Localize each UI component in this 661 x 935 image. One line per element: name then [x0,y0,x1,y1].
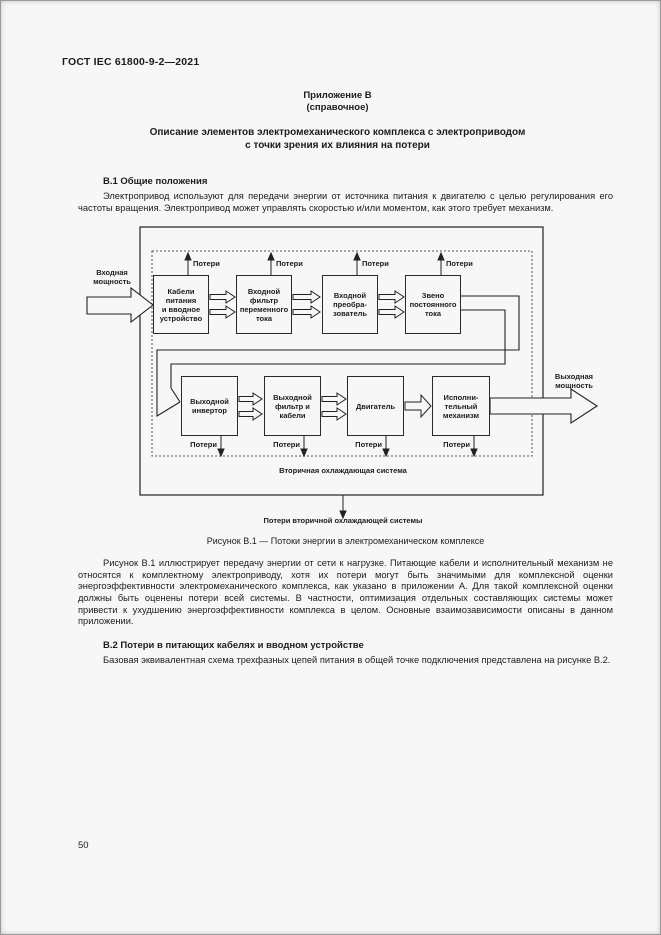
secondary-cooling-label: Вторичная охлаждающая система [279,466,407,476]
loss-arrows-bottom [217,436,478,458]
section-b1-paragraph: Электропривод используют для передачи эн… [78,191,613,213]
loss-label-filter: Потери [276,259,303,269]
loss-label-cables: Потери [193,259,220,269]
page-number: 50 [78,840,89,851]
after-figure-paragraph: Рисунок В.1 иллюстрирует передачу энерги… [78,558,613,627]
loss-label-outfilter: Потери [273,440,300,450]
loss-arrows-top [184,251,445,276]
section-b2-heading: В.2 Потери в питающих кабелях и вводном … [103,639,364,651]
box-output-inverter: Выходной инвертор [181,376,238,437]
document-title-line2: с точки зрения их влияния на потери [245,140,430,151]
document-title: Описание элементов электромеханического … [62,126,613,152]
annex-label: Приложение В [303,90,372,101]
content-block: В.1 Общие положения Электропривод исполь… [78,176,613,666]
loss-label-mechanism: Потери [443,440,470,450]
box-driven-machine: Исполни- тельный механизм [432,376,490,437]
loss-label-motor: Потери [355,440,382,450]
loss-label-inverter: Потери [190,440,217,450]
box-input-converter: Входной преобра- зователь [322,275,378,335]
input-power-arrow [86,287,154,324]
box-output-filter-cables: Выходной фильтр и кабели [264,376,321,437]
figure-b1-caption: Рисунок В.1 — Потоки энергии в электроме… [206,536,485,547]
drive-system-boundary [139,226,544,496]
document-title-line1: Описание элементов электромеханического … [149,127,526,138]
output-power-label: Выходная мощность [554,372,594,391]
box-dc-link: Звено постоянного тока [405,275,461,335]
output-power-arrow [489,388,599,425]
secondary-cooling-loss-label: Потери вторичной охлаждающей системы [263,516,423,526]
annex-block: Приложение В (справочное) [62,90,613,114]
cooling-boundary-dotted [151,250,533,457]
dc-link-bus-lines [156,295,520,418]
bottom-row-flow-arrows [238,392,432,422]
box-motor: Двигатель [347,376,404,437]
loss-label-dclink: Потери [446,259,473,269]
figure-b1: Кабели питания и вводное устройство Вход… [85,226,605,526]
figure-diagram-canvas [86,226,599,520]
top-row-flow-arrows [209,290,405,320]
box-supply-cables: Кабели питания и вводное устройство [153,275,209,335]
loss-label-converter: Потери [362,259,389,269]
section-b1-heading: В.1 Общие положения [103,176,208,187]
box-input-ac-filter: Входной фильтр переменного тока [236,275,292,335]
cooling-loss-arrow [339,495,347,520]
annex-kind: (справочное) [306,102,369,113]
section-b2-paragraph: Базовая эквивалентная схема трехфазных ц… [103,654,611,665]
input-power-label: Входная мощность [93,268,131,287]
running-header: ГОСТ IEC 61800-9-2—2021 [62,56,200,68]
